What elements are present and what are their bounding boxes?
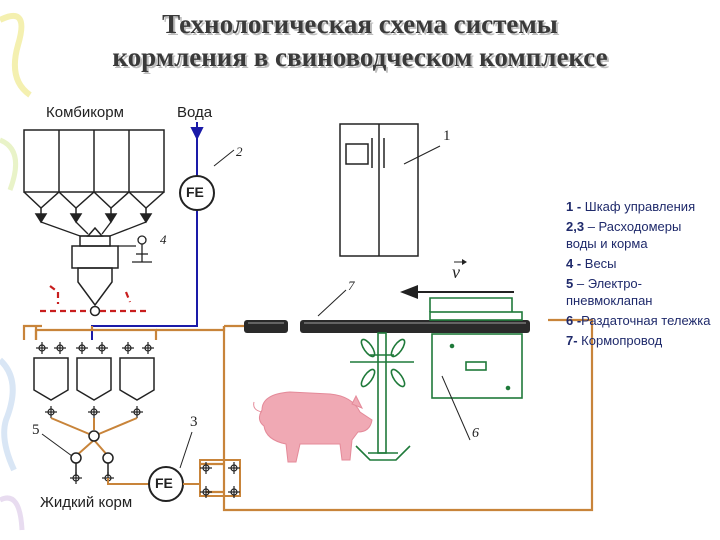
pneumatic-valves-5 bbox=[70, 452, 114, 476]
legend-num: 4 - bbox=[566, 256, 582, 271]
label-number-1: 1 bbox=[443, 128, 451, 144]
legend-num: 1 - bbox=[566, 199, 582, 214]
legend-item-4: 5 – Электро-пневмоклапан bbox=[566, 275, 714, 309]
liquid-feed-tanks bbox=[33, 357, 155, 401]
legend-text: Шкаф управления bbox=[581, 199, 696, 214]
scale-gauge-4 bbox=[118, 235, 152, 263]
leader-3 bbox=[179, 431, 193, 469]
legend-text: Весы bbox=[581, 256, 617, 271]
legend-num: 6 - bbox=[566, 313, 582, 328]
label-flow-meter-top: FE bbox=[186, 184, 204, 200]
leader-5 bbox=[41, 433, 73, 457]
legend: 1 - Шкаф управления 2,3 – Расходомеры во… bbox=[566, 198, 714, 352]
feed-pipe bbox=[22, 318, 594, 512]
page-title: Технологическая схема системы кормления … bbox=[0, 8, 720, 74]
label-velocity: v bbox=[452, 262, 460, 282]
legend-item-2: 2,3 – Расходомеры воды и корма bbox=[566, 218, 714, 252]
legend-item-3: 4 - Весы bbox=[566, 255, 714, 272]
leader-1 bbox=[403, 145, 441, 165]
legend-num: 7- bbox=[566, 333, 578, 348]
label-water: Вода bbox=[177, 104, 213, 121]
bunker-outlet-arrows bbox=[34, 208, 153, 224]
dashed-intermediate-hopper bbox=[40, 285, 148, 313]
label-number-2: 2 bbox=[236, 144, 243, 159]
water-pipe bbox=[91, 122, 204, 340]
control-cabinet bbox=[339, 123, 419, 257]
legend-item-5: 6 -Раздаточная тележка bbox=[566, 312, 714, 329]
valves-upper bbox=[36, 342, 154, 354]
distribution-trolley bbox=[429, 297, 523, 399]
weighing-mixer bbox=[71, 226, 119, 317]
label-number-3: 3 bbox=[190, 414, 198, 430]
legend-item-6: 7- Кормопровод bbox=[566, 332, 714, 349]
feed-bunkers bbox=[23, 129, 165, 210]
pig-illustration bbox=[253, 391, 373, 463]
feed-pipeline-7 bbox=[244, 320, 530, 333]
label-flow-meter-bottom: FE bbox=[155, 475, 173, 491]
legend-text: – Расходомеры воды и корма bbox=[566, 219, 682, 251]
label-feed-top: Комбикорм bbox=[46, 104, 124, 121]
legend-text: Кормопровод bbox=[577, 333, 663, 348]
leader-2 bbox=[213, 149, 235, 167]
legend-item-1: 1 - Шкаф управления bbox=[566, 198, 714, 215]
label-number-7: 7 bbox=[348, 278, 355, 293]
flow-meter-2 bbox=[179, 175, 215, 211]
leader-6 bbox=[441, 375, 471, 441]
leader-7 bbox=[317, 289, 347, 317]
title-line-2: кормления в свиноводческом комплексе bbox=[112, 42, 608, 72]
valve-group bbox=[199, 459, 241, 498]
legend-text: – Электро-пневмоклапан bbox=[566, 276, 653, 308]
velocity-arrow bbox=[400, 259, 514, 299]
label-liquid-feed: Жидкий корм bbox=[40, 494, 133, 511]
flow-meter-3 bbox=[107, 464, 201, 502]
label-number-5: 5 bbox=[32, 422, 40, 438]
valves-tank-outlets bbox=[45, 406, 143, 418]
legend-num: 5 bbox=[566, 276, 574, 291]
label-number-6: 6 bbox=[472, 426, 479, 441]
title-line-1: Технологическая схема системы bbox=[162, 9, 558, 39]
feeder-stand bbox=[350, 332, 414, 461]
legend-num: 2,3 bbox=[566, 219, 585, 234]
collector-node bbox=[88, 430, 100, 442]
legend-text: Раздаточная тележка bbox=[581, 313, 711, 328]
label-number-4: 4 bbox=[160, 232, 167, 247]
